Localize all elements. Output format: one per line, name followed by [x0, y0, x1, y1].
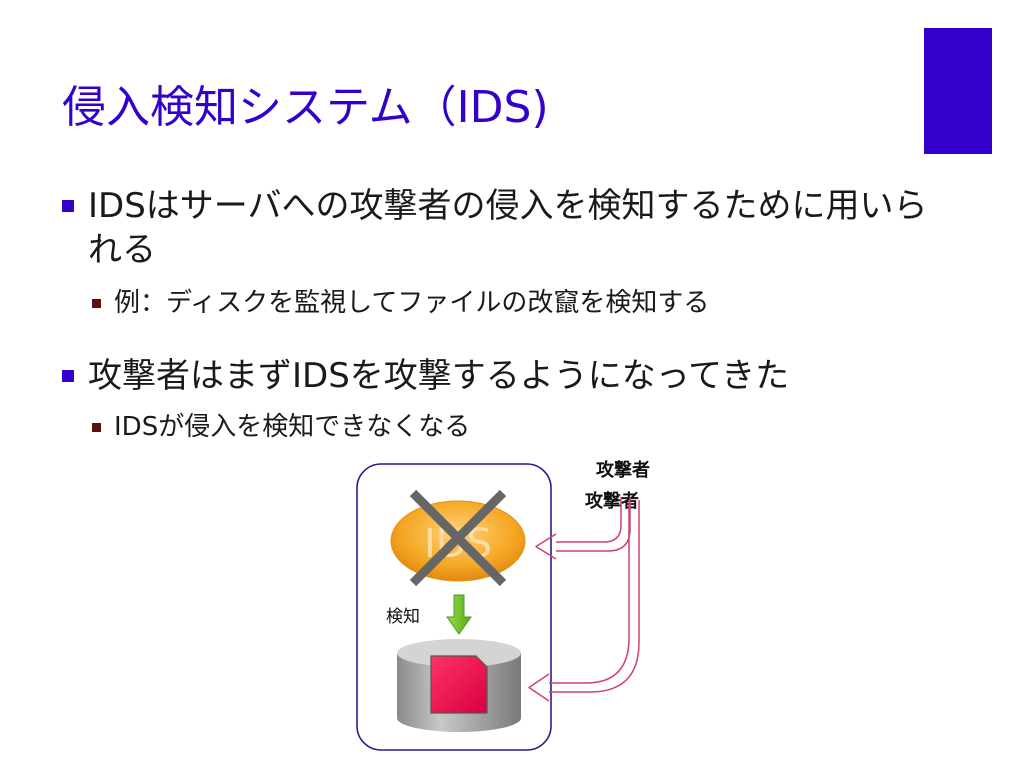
- attack-arrow-ids: [535, 497, 631, 560]
- bullet-text: 例：ディスクを監視してファイルの改竄を検知する: [114, 288, 710, 318]
- accent-bar: [924, 28, 992, 154]
- attack-arrow-disk: [528, 500, 640, 702]
- bullet-attackers: 攻撃者はまずIDSを攻撃するようになってきた: [62, 354, 789, 398]
- cross-mark: [409, 489, 507, 587]
- bullet-marker: [62, 200, 74, 212]
- detect-arrow: [446, 594, 472, 635]
- bullet-marker: [92, 299, 101, 308]
- file-icon: [430, 655, 488, 714]
- bullet-text: IDSはサーバへの攻撃者の侵入を検知するために用いられる: [88, 186, 928, 270]
- bullet-ids-purpose: IDSはサーバへの攻撃者の侵入を検知するために用いられる: [62, 184, 948, 272]
- sub-bullet-consequence: IDSが侵入を検知できなくなる: [92, 410, 470, 444]
- bullet-text: IDSが侵入を検知できなくなる: [114, 412, 471, 442]
- detect-label: 検知: [386, 607, 420, 627]
- slide-title: 侵入検知システム（IDS): [62, 82, 549, 133]
- bullet-marker: [92, 423, 101, 432]
- bullet-text: 攻撃者はまずIDSを攻撃するようになってきた: [88, 356, 790, 396]
- bullet-marker: [62, 370, 74, 382]
- attacker-label: 攻撃者: [596, 459, 650, 481]
- sub-bullet-example: 例：ディスクを監視してファイルの改竄を検知する: [92, 286, 709, 320]
- attacker-label-overlap: 攻撃者: [585, 490, 639, 512]
